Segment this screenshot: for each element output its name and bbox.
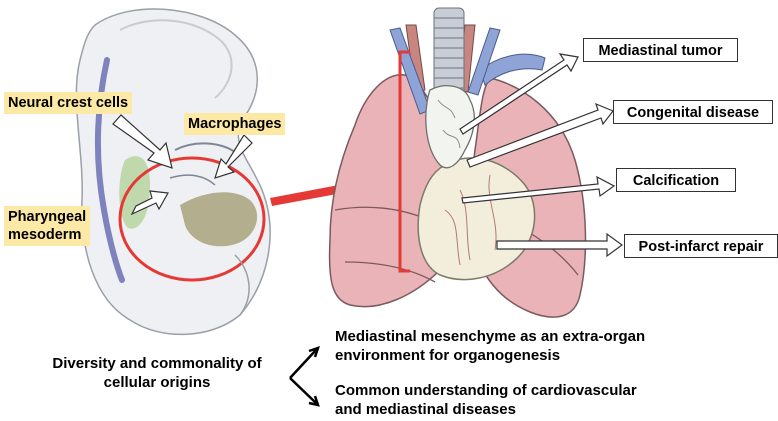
summary-outcome-2: Common understanding of cardiovascular a… xyxy=(335,381,637,419)
label-pharyngeal-mesoderm: Pharyngeal mesoderm xyxy=(4,206,90,246)
thorax-illustration xyxy=(330,8,586,317)
summary-arrow xyxy=(290,348,318,405)
label-congenital-disease: Congenital disease xyxy=(613,100,773,124)
summary-origin-text: Diversity and commonality of cellular or… xyxy=(26,354,288,392)
summary-outcome-1: Mediastinal mesenchyme as an extra-organ… xyxy=(335,327,645,365)
label-post-infarct-repair: Post-infarct repair xyxy=(624,234,778,258)
embryo-illustration xyxy=(76,9,270,334)
label-macrophages: Macrophages xyxy=(184,113,285,135)
label-neural-crest-cells: Neural crest cells xyxy=(4,92,132,114)
label-mediastinal-tumor: Mediastinal tumor xyxy=(583,38,738,62)
label-calcification: Calcification xyxy=(616,168,736,192)
